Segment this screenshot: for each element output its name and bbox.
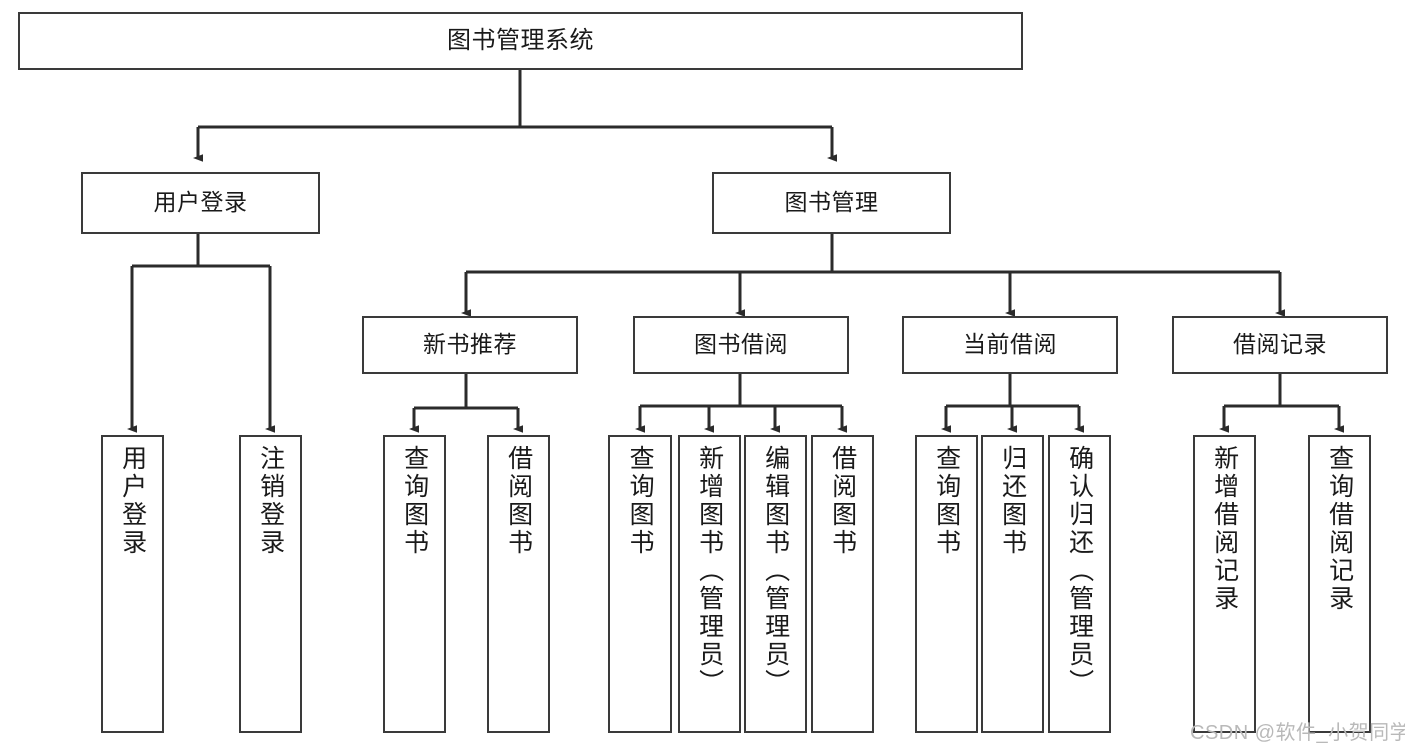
node-label: 归还图书 (998, 445, 1027, 557)
node-label: 新书推荐 (423, 331, 517, 358)
node-label: 借阅图书 (504, 445, 533, 557)
leaf-confirm-return-admin[interactable]: 确认归还（管理员） (1048, 435, 1111, 733)
node-label: 新增图书（管理员） (695, 445, 724, 697)
node-label: 借阅图书 (828, 445, 857, 557)
leaf-query-book-current[interactable]: 查询图书 (915, 435, 978, 733)
node-label: 查询图书 (626, 445, 655, 557)
node-root-book-management-system[interactable]: 图书管理系统 (18, 12, 1023, 70)
leaf-borrow-book-borrowing[interactable]: 借阅图书 (811, 435, 874, 733)
leaf-query-borrow-record[interactable]: 查询借阅记录 (1308, 435, 1371, 733)
node-book-borrowing[interactable]: 图书借阅 (633, 316, 849, 374)
node-label: 借阅记录 (1233, 331, 1327, 358)
leaf-add-borrow-record[interactable]: 新增借阅记录 (1193, 435, 1256, 733)
node-label: 注销登录 (256, 445, 285, 557)
node-new-book-recommendation[interactable]: 新书推荐 (362, 316, 578, 374)
node-label: 查询图书 (932, 445, 961, 557)
node-book-management[interactable]: 图书管理 (712, 172, 951, 234)
leaf-edit-book-admin[interactable]: 编辑图书（管理员） (744, 435, 807, 733)
node-label: 用户登录 (118, 445, 147, 557)
node-label: 查询图书 (400, 445, 429, 557)
leaf-borrow-book-recommendation[interactable]: 借阅图书 (487, 435, 550, 733)
leaf-user-login[interactable]: 用户登录 (101, 435, 164, 733)
watermark-text: CSDN @软件_小贺同学 (1190, 722, 1405, 744)
leaf-user-logout[interactable]: 注销登录 (239, 435, 302, 733)
node-user-login[interactable]: 用户登录 (81, 172, 320, 234)
node-label: 新增借阅记录 (1210, 445, 1239, 613)
leaf-query-book-recommendation[interactable]: 查询图书 (383, 435, 446, 733)
leaf-return-book[interactable]: 归还图书 (981, 435, 1044, 733)
node-label: 编辑图书（管理员） (761, 445, 790, 697)
node-label: 确认归还（管理员） (1065, 445, 1094, 697)
node-label: 查询借阅记录 (1325, 445, 1354, 613)
leaf-add-book-admin[interactable]: 新增图书（管理员） (678, 435, 741, 733)
node-label: 当前借阅 (963, 331, 1057, 358)
leaf-query-book-borrowing[interactable]: 查询图书 (608, 435, 672, 733)
node-label: 图书管理 (784, 189, 879, 216)
node-current-borrowing[interactable]: 当前借阅 (902, 316, 1118, 374)
node-label: 用户登录 (153, 189, 248, 216)
node-borrow-records[interactable]: 借阅记录 (1172, 316, 1388, 374)
node-label: 图书管理系统 (447, 26, 594, 54)
node-label: 图书借阅 (694, 331, 788, 358)
